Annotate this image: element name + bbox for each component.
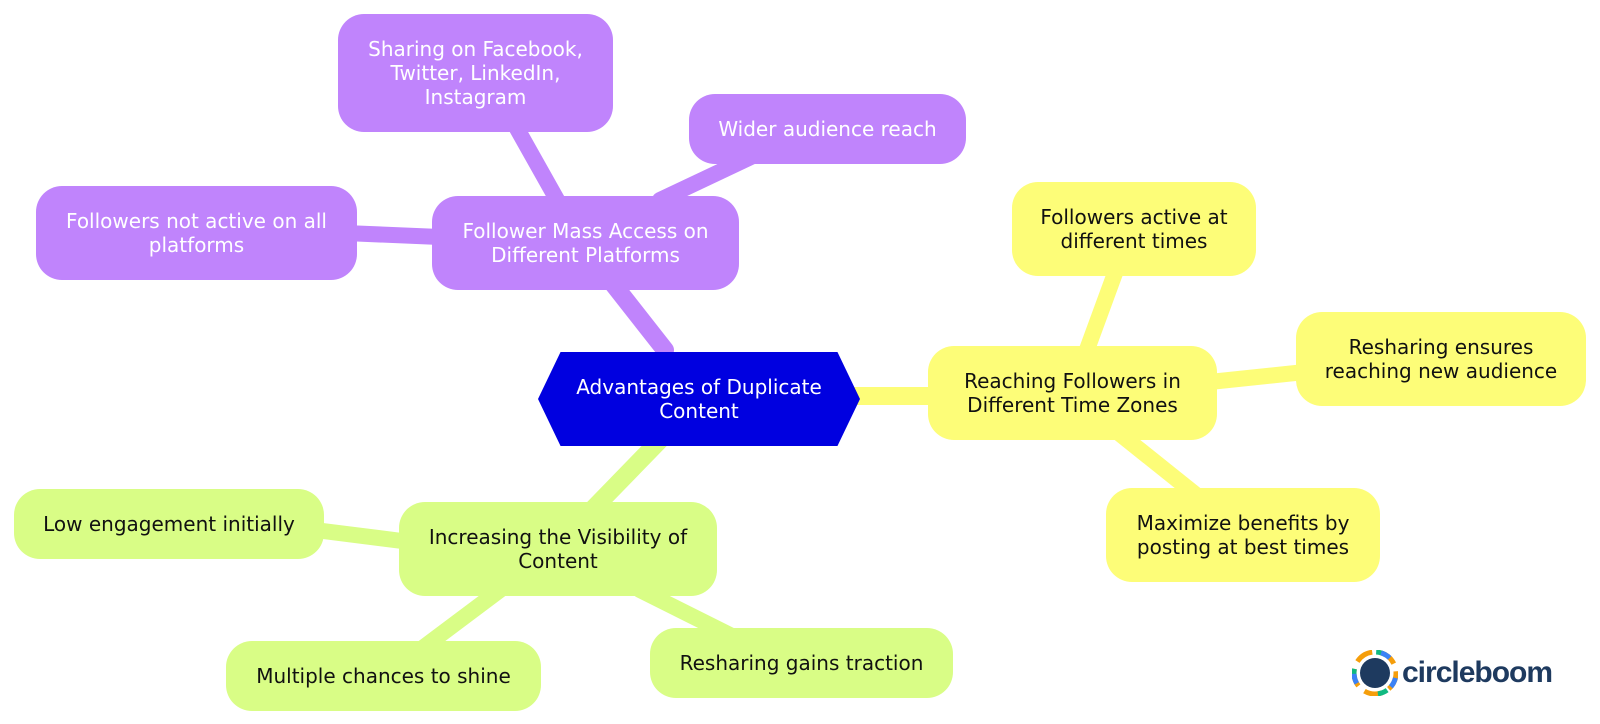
branch-node-timezones: Reaching Followers in Different Time Zon… (928, 346, 1217, 440)
branch-node-visibility: Increasing the Visibility of Content (399, 502, 717, 596)
leaf-label-wider-reach: Wider audience reach (718, 117, 937, 141)
leaf-node-sharing: Sharing on Facebook, Twitter, LinkedIn, … (338, 14, 613, 132)
leaf-node-active-times: Followers active at different times (1012, 182, 1256, 276)
leaf-label-not-active: Followers not active on all platforms (66, 209, 327, 257)
edge-yellow-active (1077, 257, 1126, 363)
branch-node-platforms: Follower Mass Access on Different Platfo… (432, 196, 739, 290)
circleboom-logo: circleboom (1352, 650, 1553, 696)
edge-purple-notactive (337, 225, 448, 245)
leaf-node-new-audience: Resharing ensures reaching new audience (1296, 312, 1586, 406)
leaf-node-not-active: Followers not active on all platforms (36, 186, 357, 280)
branch-label-platforms: Follower Mass Access on Different Platfo… (462, 219, 709, 267)
edge-yellow-maximize (1107, 422, 1208, 506)
edge-green-multiple (412, 582, 508, 658)
edge-yellow-resharing (1192, 364, 1313, 391)
leaf-node-traction: Resharing gains traction (650, 628, 953, 698)
leaf-label-traction: Resharing gains traction (679, 651, 924, 675)
leaf-label-new-audience: Resharing ensures reaching new audience (1324, 335, 1558, 383)
leaf-label-active-times: Followers active at different times (1040, 205, 1228, 253)
root-label: Advantages of Duplicate Content (576, 375, 822, 423)
branch-label-visibility: Increasing the Visibility of Content (428, 525, 688, 573)
circleboom-logo-icon (1352, 650, 1398, 696)
edge-green-low (307, 522, 418, 550)
branch-label-timezones: Reaching Followers in Different Time Zon… (964, 369, 1181, 417)
leaf-label-best-times: Maximize benefits by posting at best tim… (1136, 511, 1350, 559)
leaf-node-wider-reach: Wider audience reach (689, 94, 966, 164)
edge-root-green (581, 431, 669, 521)
leaf-node-low-engagement: Low engagement initially (14, 489, 324, 559)
edge-purple-sharing (507, 117, 568, 213)
leaf-node-multiple-chances: Multiple chances to shine (226, 641, 541, 711)
leaf-label-sharing: Sharing on Facebook, Twitter, LinkedIn, … (368, 37, 583, 109)
leaf-node-best-times: Maximize benefits by posting at best tim… (1106, 488, 1380, 582)
leaf-label-low-engagement: Low engagement initially (43, 512, 295, 536)
leaf-label-multiple-chances: Multiple chances to shine (256, 664, 511, 688)
root-node: Advantages of Duplicate Content (538, 352, 860, 446)
edge-root-purple (601, 271, 674, 359)
circleboom-logo-text: circleboom (1402, 656, 1553, 689)
